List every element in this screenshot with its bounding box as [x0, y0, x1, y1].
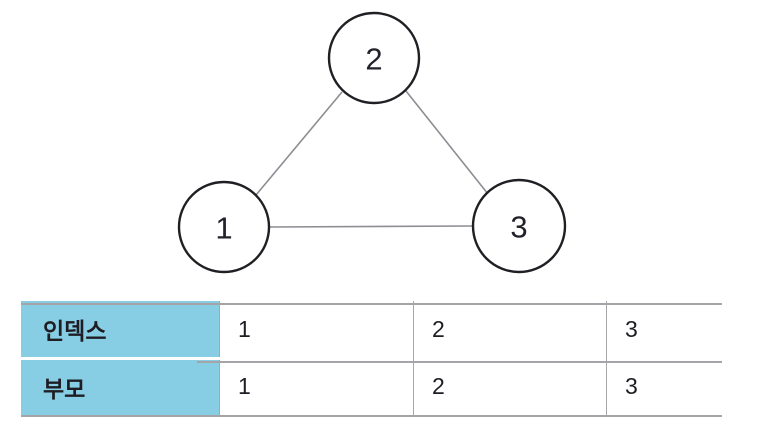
node-label: 1 [215, 211, 232, 246]
table: 인덱스 1 2 3 부모 1 2 3 [21, 301, 762, 415]
node-circle [471, 178, 567, 274]
table-row: 부모 1 2 3 [21, 358, 762, 415]
table-row: 인덱스 1 2 3 [21, 301, 762, 360]
cell-parent-2: 2 [413, 358, 607, 415]
node-circle [327, 11, 421, 105]
cell-index-1: 1 [219, 301, 414, 358]
table-rule-bottom [21, 415, 722, 417]
row-header-index: 인덱스 [21, 301, 220, 360]
edge-1-2 [255, 91, 343, 196]
table-rule-middle [197, 361, 722, 363]
node-label: 2 [365, 42, 382, 77]
edge-2-3 [405, 90, 489, 195]
graph-node-2[interactable]: 2 [327, 11, 421, 105]
table-rule-top [21, 303, 722, 305]
graph-figure: 1 2 3 [177, 11, 567, 274]
graph-node-3[interactable]: 3 [471, 178, 567, 274]
cell-index-2: 2 [413, 301, 607, 358]
graph-canvas: 1 2 3 [177, 11, 567, 274]
graph-edges [255, 90, 489, 228]
row-header-parent: 부모 [21, 358, 220, 415]
parent-array-table: 인덱스 1 2 3 부모 1 2 3 [21, 301, 762, 418]
cell-index-3: 3 [606, 301, 762, 358]
cell-parent-3: 3 [606, 358, 762, 415]
cell-parent-1: 1 [219, 358, 414, 415]
edge-1-3 [268, 225, 474, 228]
node-label: 3 [510, 210, 527, 245]
graph-node-1[interactable]: 1 [177, 180, 271, 274]
node-circle [177, 180, 271, 274]
